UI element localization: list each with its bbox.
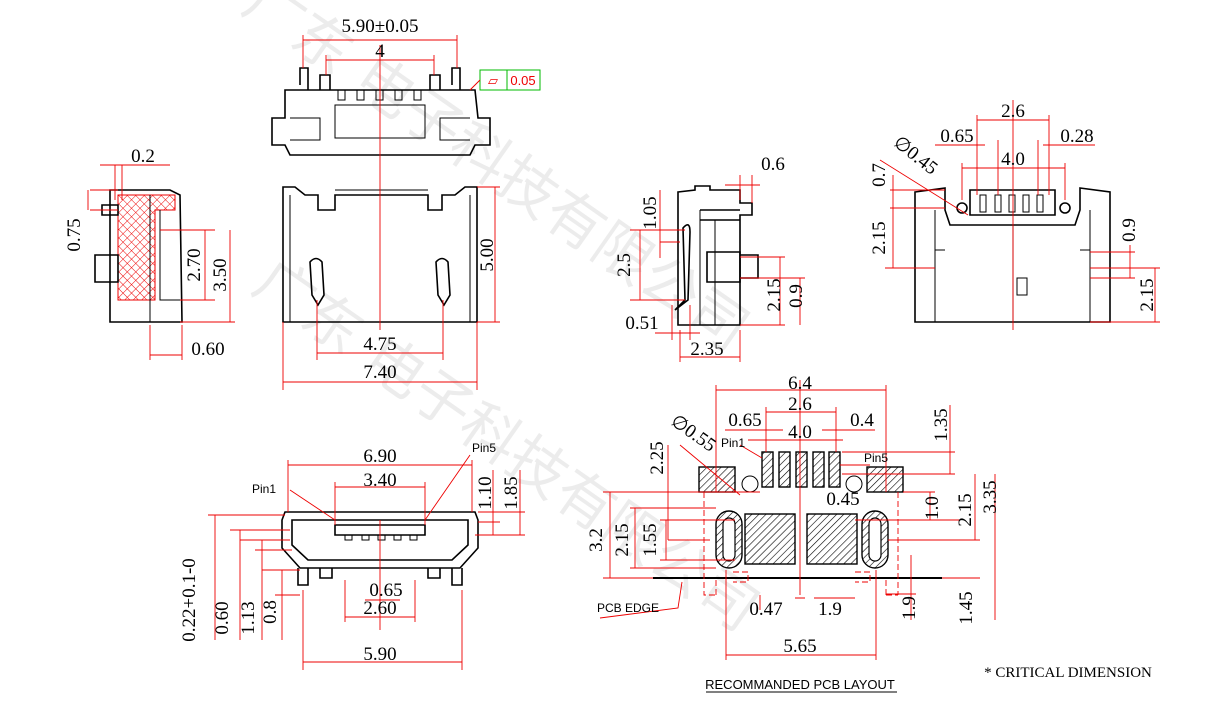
dim-pcb-5-65: 5.65 [783,636,816,657]
dim-rear-2-15b: 2.15 [1137,278,1158,311]
dim-left-0-60: 0.60 [191,339,224,360]
dim-plan-overall-width: 7.40 [363,362,396,383]
dim-pcb-1-9b: 1.9 [899,596,920,620]
dim-front-0-65: 0.65 [369,580,402,601]
dim-rear-0-9: 0.9 [1119,218,1140,242]
pcb-edge-label: PCB EDGE [597,601,659,615]
dim-left-0-2: 0.2 [131,146,155,167]
dim-right-0-9: 0.9 [786,284,807,308]
dim-right-0-6: 0.6 [761,154,785,175]
dim-pcb-2-25: 2.25 [647,441,668,474]
dim-pitch-span: 4 [375,41,385,62]
dim-rear-0-65: 0.65 [940,126,973,147]
dim-right-0-51: 0.51 [625,313,658,334]
plan-view: 5.00 4.75 7.40 [282,160,500,390]
pin1-label: Pin1 [252,482,276,496]
dim-pcb-3-2: 3.2 [586,528,607,552]
dim-pcb-0-47: 0.47 [749,599,782,620]
dim-front-0-22-tol: 0.22+0.1-0 [179,558,200,642]
right-side-view: 0.6 1.05 2.5 2.15 0.9 0.51 2.35 [614,154,807,362]
dim-left-0-75: 0.75 [64,218,85,251]
dim-front-6-90: 6.90 [363,446,396,467]
pin5-label: Pin5 [472,441,496,455]
dim-pcb-2-15b: 2.15 [612,523,633,556]
dim-front-0-60: 0.60 [212,601,233,634]
dim-rear-4-0: 4.0 [1001,149,1025,170]
dim-right-1-05: 1.05 [640,196,661,229]
dim-front-1-85: 1.85 [501,476,522,509]
dim-right-2-15: 2.15 [764,278,785,311]
pcb-pin5-label: Pin5 [864,451,888,465]
dim-rear-0-28: 0.28 [1060,126,1093,147]
flatness-symbol: ▱ [488,74,498,89]
dim-pcb-0-65: 0.65 [728,410,761,431]
dim-plan-inner-width: 4.75 [363,334,396,355]
dim-front-3-40: 3.40 [363,470,396,491]
dim-left-3-50: 3.50 [210,258,231,291]
dim-right-2-35: 2.35 [690,339,723,360]
dim-front-5-90: 5.90 [363,644,396,665]
pcb-layout-title: RECOMMANDED PCB LAYOUT [705,677,895,692]
dim-rear-2-6: 2.6 [1001,101,1025,122]
dim-pcb-1-55: 1.55 [640,523,661,556]
dim-pcb-2-15: 2.15 [955,493,976,526]
dim-rear-2-15: 2.15 [869,221,890,254]
front-view: 6.90 3.40 Pin1 Pin5 1.10 1.85 0.22+0.1-0… [179,441,525,670]
dim-rear-0-7: 0.7 [869,163,890,187]
dim-pcb-4-0: 4.0 [788,422,812,443]
dim-pcb-6-4: 6.4 [788,373,812,394]
dim-pcb-0-4: 0.4 [850,410,874,431]
dim-pcb-dia-0-55: ∅0.55 [667,411,720,457]
left-side-view: 0.2 0.75 2.70 3.50 0.60 [64,146,235,360]
dim-pcb-1-0: 1.0 [922,496,943,520]
pcb-pin1-label: Pin1 [721,436,745,450]
dim-pcb-2-6: 2.6 [788,394,812,415]
dim-overall-width: 5.90±0.05 [342,16,419,37]
critical-dimension-note: * CRITICAL DIMENSION [984,665,1152,681]
dim-left-2-70: 2.70 [184,248,205,281]
dim-front-2-60: 2.60 [363,598,396,619]
rear-view: 2.6 0.65 0.28 4.0 ∅0.45 0.7 2.15 0.9 2.1… [869,100,1160,330]
top-view: 5.90±0.05 4 ▱ 0.05 [271,16,541,160]
dim-pcb-1-45: 1.45 [956,591,977,624]
dim-right-2-5: 2.5 [614,253,635,277]
dim-pcb-1-9: 1.9 [818,599,842,620]
pcb-layout: 6.4 2.6 0.65 4.0 0.4 Pin1 Pin5 ∅0.55 2.2… [586,373,1001,693]
dim-rear-dia-0-45: ∅0.45 [889,132,941,179]
dim-pcb-0-45: 0.45 [826,489,859,510]
dim-pcb-3-35: 3.35 [980,480,1001,513]
dim-front-1-13: 1.13 [238,601,259,634]
dim-plan-length: 5.00 [477,238,498,271]
dim-front-0-8: 0.8 [260,600,281,624]
dim-pcb-1-35: 1.35 [931,408,952,441]
flatness-value: 0.05 [510,73,535,88]
dim-front-1-10: 1.10 [475,476,496,509]
